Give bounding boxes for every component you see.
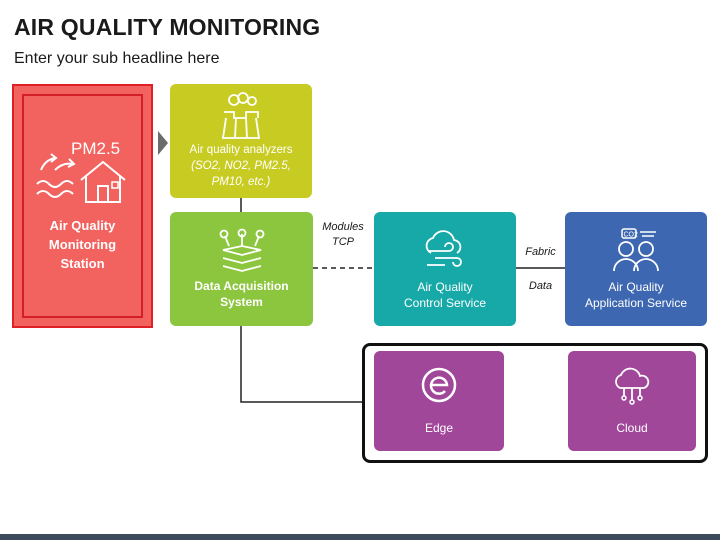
application-service-node[interactable]: CO2 Air Quality Application Service [565,212,707,326]
page-title: AIR QUALITY MONITORING [14,14,321,40]
edge-node[interactable]: Edge [374,351,504,451]
modules-tcp-label: Modules TCP [322,221,364,248]
data-acquisition-node[interactable]: Data Acquisition System [170,212,313,326]
page-subtitle: Enter your sub headline here [14,50,220,67]
analyzers-label: Air quality analyzers (SO2, NO2, PM2.5, … [189,144,293,188]
cloud-label: Cloud [616,421,648,435]
station-arrow [158,131,168,155]
edge-label: Edge [424,421,454,435]
acquisition-edge-line [240,326,362,403]
edge-logo-icon [421,367,457,403]
cloud-circuit-icon [615,367,650,405]
cloud-node[interactable]: Cloud [568,351,696,451]
monitoring-station-node[interactable]: PM2.5 Air Quality Monitoring Station [12,84,153,328]
pm25-house-icon: PM2.5 [35,140,126,203]
control-service-node[interactable]: Air Quality Control Service [374,212,516,326]
pm25-icon-text: PM2.5 [71,140,120,158]
fabric-label: Fabric [525,246,556,258]
footer-bar [0,534,720,540]
application-service-label: Air Quality Application Service [584,280,688,310]
factory-chimney-icon [221,92,261,139]
cloud-wind-icon [425,230,462,267]
control-service-label: Air Quality Control Service [403,280,487,310]
analyzers-node[interactable]: Air quality analyzers (SO2, NO2, PM2.5, … [170,84,312,198]
sensor-layers-icon [219,228,264,272]
monitoring-station-label: Air Quality Monitoring Station [48,217,117,271]
data-acquisition-label: Data Acquisition System [194,279,289,309]
people-co2-icon: CO2 [613,228,659,272]
svg-text:CO2: CO2 [624,232,639,239]
data-label: Data [528,280,553,292]
